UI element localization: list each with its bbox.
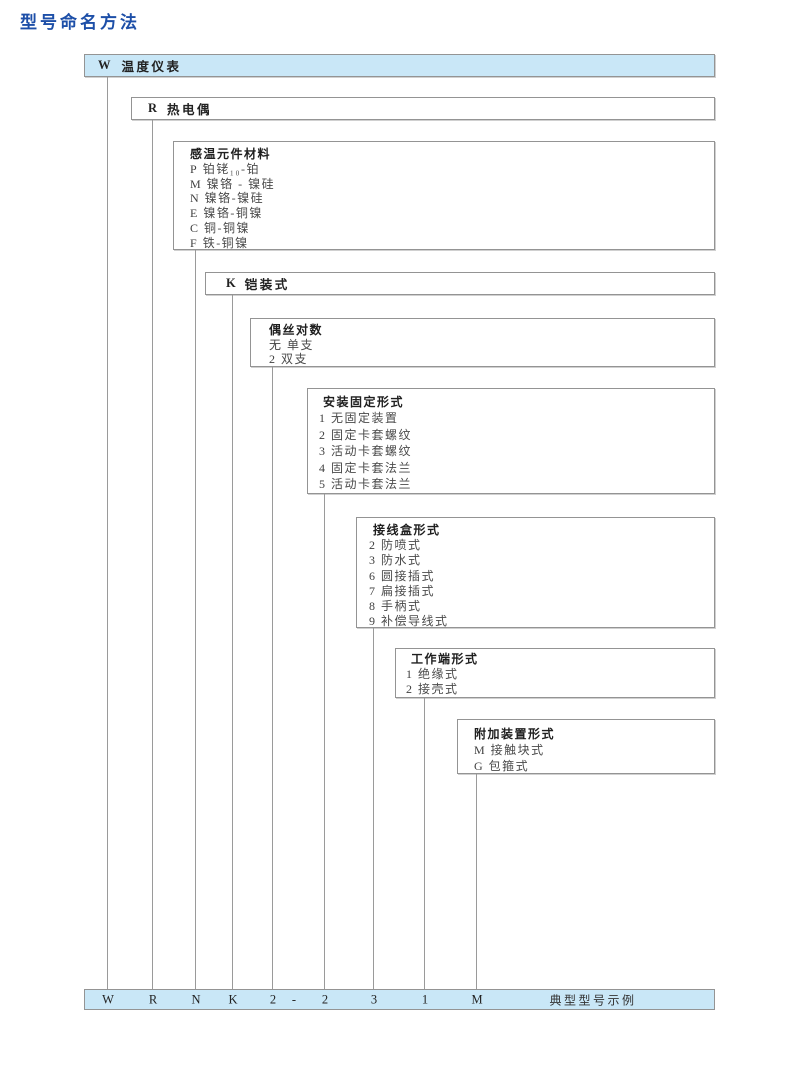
model-code-label: 铠装式 — [244, 278, 290, 292]
connector-line — [324, 494, 325, 989]
model-code: W — [98, 58, 111, 72]
connector-line — [373, 628, 374, 989]
box-heading: 安装固定形式 — [323, 395, 405, 409]
example-code: W — [102, 992, 114, 1006]
box-heading: 附加装置形式 — [474, 727, 556, 741]
example-code: 2 — [321, 992, 329, 1006]
model-code-label: 温度仪表 — [121, 60, 182, 74]
example-code: K — [228, 992, 238, 1006]
model-code: R — [148, 101, 158, 115]
example-bar: W R N K 2 - 2 3 1 M 典型型号示例 — [84, 989, 715, 1010]
connector-line — [152, 120, 153, 989]
example-code: 1 — [421, 992, 429, 1006]
model-code: K — [226, 276, 236, 290]
box-instrument-type: W 温度仪表 — [84, 54, 715, 77]
connector-line — [424, 698, 425, 989]
connector-line — [107, 77, 108, 989]
connector-line — [272, 367, 273, 989]
connector-line — [195, 250, 196, 989]
page-title: 型号命名方法 — [20, 13, 140, 32]
box-heading: 感温元件材料 — [190, 147, 272, 161]
example-code: N — [191, 992, 201, 1006]
model-code-label: 热电偶 — [167, 103, 213, 117]
example-code: 2 — [269, 992, 277, 1006]
connector-line — [476, 774, 477, 989]
list-item: 无单支 — [269, 337, 315, 352]
example-code-dash: - — [291, 992, 297, 1006]
box-thermocouple: R 热电偶 — [131, 97, 715, 120]
example-bar-caption: 典型型号示例 — [549, 993, 637, 1007]
example-code: 3 — [370, 992, 378, 1006]
example-code: R — [148, 992, 158, 1006]
box-heading: 接线盒形式 — [373, 523, 441, 537]
example-code: M — [471, 992, 483, 1006]
connector-line — [232, 295, 233, 989]
box-heading: 偶丝对数 — [269, 323, 324, 337]
box-sheathed-type: K 铠装式 — [205, 272, 715, 295]
box-heading: 工作端形式 — [411, 652, 479, 666]
